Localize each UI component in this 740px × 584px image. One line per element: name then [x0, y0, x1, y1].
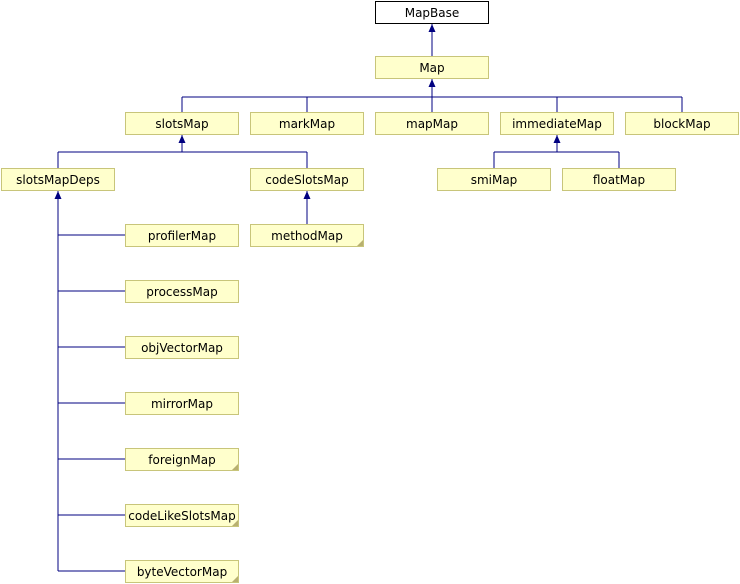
folded-corner-icon: [232, 464, 238, 470]
node-slotsmapdeps[interactable]: slotsMapDeps: [1, 168, 115, 191]
node-processmap[interactable]: processMap: [125, 280, 239, 303]
arrowhead-immediatemap: [553, 135, 561, 143]
node-codeslotsmap[interactable]: codeSlotsMap: [250, 168, 364, 191]
node-label-smimap: smiMap: [470, 172, 518, 187]
node-methodmap[interactable]: methodMap: [250, 224, 364, 247]
node-slotsmap[interactable]: slotsMap: [125, 112, 239, 135]
node-markmap[interactable]: markMap: [250, 112, 364, 135]
node-blockmap[interactable]: blockMap: [625, 112, 739, 135]
node-label-codelikeslotsmap: codeLikeSlotsMap: [128, 508, 236, 523]
node-label-bytevectormap: byteVectorMap: [136, 564, 228, 579]
node-label-objvectormap: objVectorMap: [141, 340, 223, 355]
node-label-foreignmap: foreignMap: [148, 452, 216, 467]
folded-corner-icon: [232, 520, 238, 526]
folded-corner-icon: [232, 576, 238, 582]
node-label-mapmap: mapMap: [406, 116, 458, 131]
arrowhead-slotsmapdeps: [54, 191, 62, 199]
node-label-slotsmapdeps: slotsMapDeps: [16, 172, 100, 187]
node-profilermap[interactable]: profilerMap: [125, 224, 239, 247]
node-foreignmap[interactable]: foreignMap: [125, 448, 239, 471]
node-codelikeslotsmap[interactable]: codeLikeSlotsMap: [125, 504, 239, 527]
node-label-profilermap: profilerMap: [147, 228, 217, 243]
arrowhead-mapbase: [428, 24, 436, 32]
node-label-codeslotsmap: codeSlotsMap: [265, 172, 349, 187]
node-mapmap[interactable]: mapMap: [375, 112, 489, 135]
node-label-blockmap: blockMap: [653, 116, 711, 131]
node-label-methodmap: methodMap: [271, 228, 343, 243]
node-mirrormap[interactable]: mirrorMap: [125, 392, 239, 415]
node-objvectormap[interactable]: objVectorMap: [125, 336, 239, 359]
node-mapbase: MapBase: [375, 1, 489, 24]
node-map[interactable]: Map: [375, 56, 489, 79]
node-bytevectormap[interactable]: byteVectorMap: [125, 560, 239, 583]
node-label-map: Map: [419, 60, 445, 75]
folded-corner-icon: [357, 240, 363, 246]
node-label-slotsmap: slotsMap: [155, 116, 209, 131]
node-label-markmap: markMap: [278, 116, 336, 131]
arrowhead-map: [428, 79, 436, 87]
node-label-mirrormap: mirrorMap: [150, 396, 213, 411]
arrowhead-codeslotsmap: [303, 191, 311, 199]
node-floatmap[interactable]: floatMap: [562, 168, 676, 191]
node-label-processmap: processMap: [146, 284, 218, 299]
node-label-mapbase: MapBase: [404, 5, 460, 20]
node-smimap[interactable]: smiMap: [437, 168, 551, 191]
node-label-floatmap: floatMap: [592, 172, 646, 187]
arrowhead-slotsmap: [178, 135, 186, 143]
node-label-immediatemap: immediateMap: [512, 116, 602, 131]
node-immediatemap[interactable]: immediateMap: [500, 112, 614, 135]
